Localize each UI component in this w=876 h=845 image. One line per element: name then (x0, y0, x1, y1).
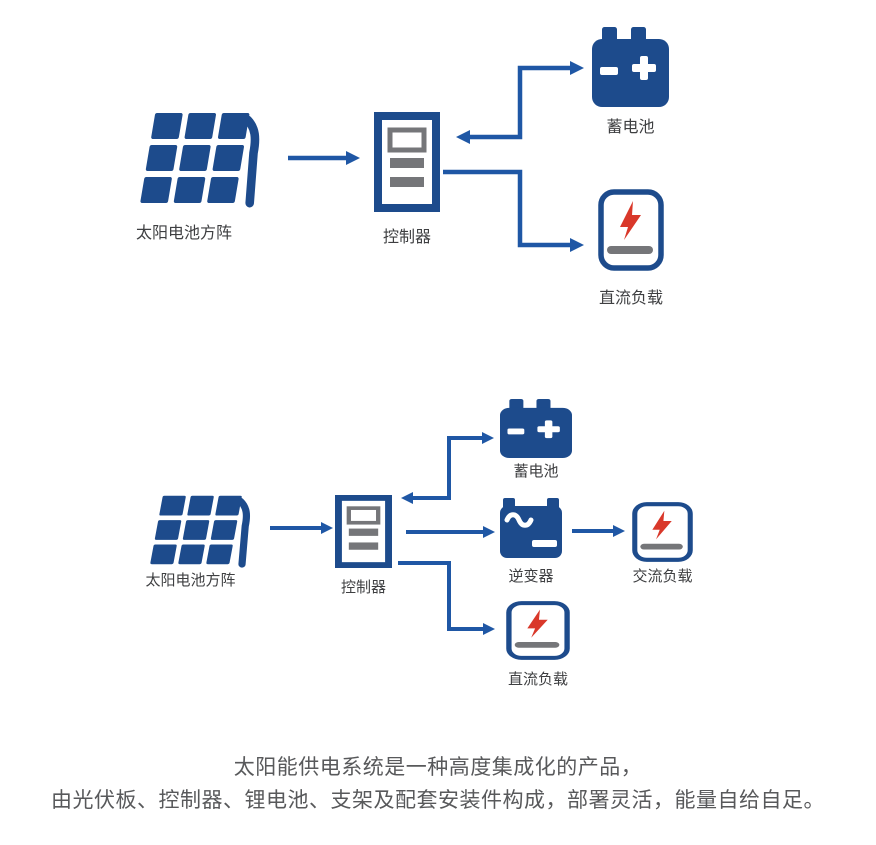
controller-label: 控制器 (382, 229, 431, 246)
solar-panel-label: 太阳电池方阵 (145, 572, 236, 589)
caption-line-2: 由光伏板、控制器、锂电池、支架及配套安装件构成，部署灵活，能量自给自足。 (51, 789, 825, 812)
connector-top-controller-to-dc-load (443, 169, 570, 248)
caption-line-1: 太阳能供电系统是一种高度集成化的产品， (233, 756, 643, 779)
connector-bottom-controller-to-dc-load (398, 561, 483, 631)
battery-label: 蓄电池 (606, 119, 655, 136)
solar-panel-label: 太阳电池方阵 (135, 225, 232, 242)
connector-bottom-controller-battery-twoway (413, 436, 482, 500)
inverter-label: 逆变器 (508, 568, 554, 585)
dc-load-icon (506, 601, 570, 660)
arrowhead-bottom-into-battery (482, 432, 494, 444)
solar-panel-icon (150, 495, 251, 568)
battery-label: 蓄电池 (513, 463, 559, 480)
battery-icon (500, 399, 572, 458)
dc-load-icon (598, 189, 664, 271)
arrowhead-bottom-into-controller-from-solar (321, 522, 333, 534)
inverter-icon (500, 498, 562, 558)
arrowhead-bottom-into-ac-load (613, 525, 625, 537)
arrowhead-top-into-controller-from-solar (346, 151, 360, 165)
caption-paragraph: 太阳能供电系统是一种高度集成化的产品， 由光伏板、控制器、锂电池、支架及配套安装… (0, 751, 876, 817)
controller-label: 控制器 (340, 579, 386, 596)
arrowhead-top-into-dc-load (570, 238, 584, 252)
ac-load-label: 交流负载 (632, 568, 693, 585)
arrowhead-bottom-into-inverter (483, 526, 495, 538)
controller-icon (374, 112, 440, 212)
arrowhead-bottom-into-dc-load (483, 623, 495, 635)
arrowhead-top-into-controller-from-battery (456, 130, 470, 144)
battery-icon (592, 27, 669, 107)
connector-top-controller-battery-twoway (470, 65, 570, 140)
dc-load-label: 直流负载 (507, 671, 568, 688)
arrowhead-bottom-into-controller-from-battery (401, 492, 413, 504)
solar-panel-icon (140, 113, 260, 208)
ac-load-icon (632, 502, 693, 562)
dc-load-label: 直流负载 (598, 290, 663, 307)
controller-icon (335, 495, 392, 568)
arrowhead-top-into-battery (570, 61, 584, 75)
